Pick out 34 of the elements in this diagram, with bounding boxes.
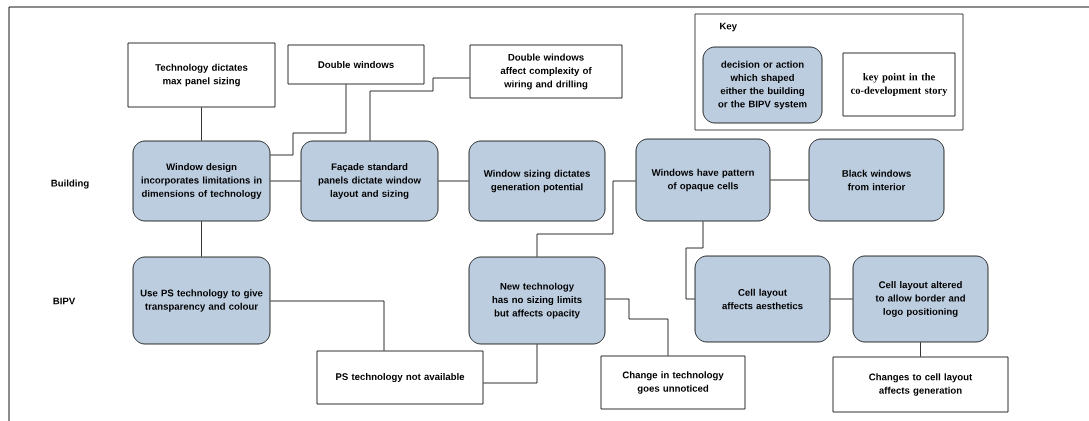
row-label: Building [51,179,89,189]
connector-line [369,77,470,141]
connector-line [201,221,202,257]
connector-line [685,221,704,300]
key-point-box: Double windows affect complexity of wiring and drilling [469,44,623,99]
connector-line [270,84,347,156]
connector-line [770,179,809,181]
connector-line [201,107,202,141]
decision-box: Black windows from interior [808,138,945,222]
decision-box: Cell layout altered to allow border and logo positioning [852,255,989,343]
connector-line [920,342,921,357]
decision-box: Windows have pattern of opaque cells [635,138,771,222]
connector-line [605,298,669,356]
key-point-box: PS technology not available [316,350,484,405]
connector-line [536,180,636,257]
legend-box: key point in the co-development story [842,52,956,117]
legend-text: decision or action which shaped either the building or the BIPV system [718,60,807,110]
key-heading: Key [720,22,737,32]
key-point-box: Changes to cell layout affects generation [832,356,1009,413]
decision-box: Cell layout affects aesthetics [694,255,831,343]
row-label: BIPV [53,297,76,305]
decision-box: New technology has no sizing limits but affects opacity [468,256,606,345]
key-point-box: Technology dictates max panel sizing [127,42,276,108]
key-point-box: Change in technology goes unnoticed [600,355,746,410]
key-point-box: Double windows [287,44,425,85]
decision-box: Window design incorporates limitations in dimensions of technology [132,140,271,222]
decision-box: Use PS technology to give transparency and colour [132,256,271,345]
connector-line [483,344,538,384]
connector-line [438,180,469,182]
decision-box: Window sizing dictates generation potential [468,140,606,222]
connector-line [270,300,385,351]
connector-line [270,180,301,182]
decision-box: Façade standard panels dictate window layout and sizing [300,140,439,222]
connector-line [830,298,853,300]
